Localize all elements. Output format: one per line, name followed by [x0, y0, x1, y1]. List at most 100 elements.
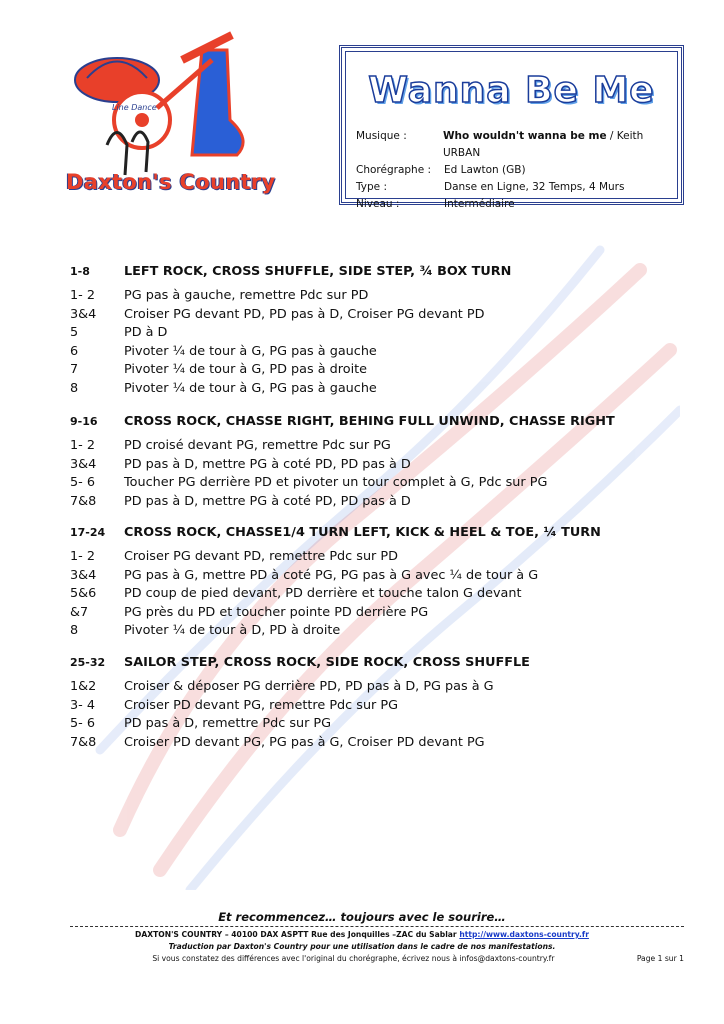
step-description: Croiser PG devant PD, PD pas à D, Croise…	[124, 306, 485, 322]
info-box: Wanna Be Me Musique : Who wouldn't wanna …	[339, 45, 684, 210]
step-description: PG pas à gauche, remettre Pdc sur PD	[124, 288, 369, 303]
meta-value: Who wouldn't wanna be me / Keith URBAN	[443, 128, 681, 162]
step-description: PD coup de pied devant, PD derrière et t…	[124, 586, 522, 601]
section-title: CROSS ROCK, CHASSE1/4 TURN LEFT, KICK & …	[124, 525, 601, 540]
step-row: 8 Pivoter ¼ de tour à G, PG pas à gauche	[70, 380, 680, 399]
page-number: Page 1 sur 1	[636, 954, 684, 963]
section-heading: 9-16 CROSS ROCK, CHASSE RIGHT, BEHING FUL…	[70, 413, 680, 431]
footer-translation: Traduction par Daxton's Country pour une…	[168, 942, 556, 951]
step-count: 5- 6	[70, 475, 95, 490]
step-count: 3&4	[70, 306, 97, 322]
step-count: &7	[70, 604, 89, 620]
step-count: 7&8	[70, 734, 97, 750]
section-17-24: 17-24 CROSS ROCK, CHASSE1/4 TURN LEFT, KI…	[70, 524, 680, 641]
section-counts: 25-32	[70, 656, 106, 669]
step-description: Toucher PG derrière PD et pivoter un tou…	[124, 475, 548, 490]
section-25-32: 25-32 SAILOR STEP, CROSS ROCK, SIDE ROCK,…	[70, 654, 680, 752]
step-description: Croiser PG devant PD, remettre Pdc sur P…	[124, 549, 398, 564]
step-row: 1&2 Croiser & déposer PG derrière PD, PD …	[70, 678, 680, 697]
step-row: 3&4 Croiser PG devant PD, PD pas à D, Cro…	[70, 306, 680, 325]
section-title: CROSS ROCK, CHASSE RIGHT, BEHING FULL UN…	[124, 414, 615, 429]
step-row: 5 PD à D	[70, 324, 680, 343]
meta-label: Niveau :	[356, 198, 400, 210]
step-row: 3&4 PG pas à G, mettre PD à coté PG, PG p…	[70, 567, 680, 586]
step-description: PG près du PD et toucher pointe PD derri…	[124, 604, 429, 620]
section-counts: 17-24	[70, 526, 106, 539]
step-row: 7 Pivoter ¼ de tour à G, PD pas à droite	[70, 361, 680, 380]
step-row: 6 Pivoter ¼ de tour à G, PG pas à gauche	[70, 343, 680, 362]
meta-label: Musique :	[356, 130, 407, 142]
meta-label: Chorégraphe :	[356, 164, 432, 176]
step-count: 1&2	[70, 679, 97, 694]
step-row: 7&8 Croiser PD devant PG, PG pas à G, Cro…	[70, 734, 680, 753]
section-counts: 9-16	[70, 415, 98, 428]
step-row: 3&4 PD pas à D, mettre PG à coté PD, PD p…	[70, 456, 680, 475]
step-description: PD à D	[124, 325, 168, 340]
section-counts: 1-8	[70, 265, 90, 278]
website-link[interactable]: http://www.daxtons-country.fr	[459, 930, 589, 939]
step-description: Pivoter ¼ de tour à G, PG pas à gauche	[124, 380, 377, 396]
step-description: Pivoter ¼ de tour à G, PG pas à gauche	[124, 343, 377, 359]
step-row: 5&6 PD coup de pied devant, PD derrière e…	[70, 585, 680, 604]
step-count: 8	[70, 380, 79, 396]
step-count: 5&6	[70, 586, 97, 601]
step-row: 1- 2 PG pas à gauche, remettre Pdc sur PD	[70, 287, 680, 306]
section-title: LEFT ROCK, CROSS SHUFFLE, SIDE STEP, ¾ B…	[124, 264, 512, 279]
step-description: Croiser & déposer PG derrière PD, PD pas…	[124, 679, 494, 694]
dance-title: Wanna Be Me	[368, 69, 655, 112]
meta-row: Type : Danse en Ligne, 32 Temps, 4 Murs	[356, 179, 681, 196]
meta-value-text: Ed Lawton (GB)	[444, 164, 526, 176]
step-count: 3&4	[70, 567, 97, 583]
meta-label: Type :	[356, 181, 387, 193]
step-count: 3&4	[70, 456, 97, 472]
meta-row: Niveau : Intermédiaire	[356, 196, 681, 213]
step-count: 7	[70, 362, 79, 377]
meta-row: Musique : Who wouldn't wanna be me / Keit…	[356, 128, 681, 162]
step-count: 3- 4	[70, 697, 95, 713]
step-row: &7 PG près du PD et toucher pointe PD der…	[70, 604, 680, 623]
meta-value: Intermédiaire	[444, 196, 515, 213]
section-heading: 1-8 LEFT ROCK, CROSS SHUFFLE, SIDE STEP, …	[70, 263, 680, 281]
logo-banner: Line Dance	[112, 103, 157, 112]
meta-row: Chorégraphe : Ed Lawton (GB)	[356, 162, 681, 179]
section-title: SAILOR STEP, CROSS ROCK, SIDE ROCK, CROS…	[124, 655, 530, 670]
daxtons-country-logo: Line Dance	[74, 31, 245, 176]
section-1-8: 1-8 LEFT ROCK, CROSS SHUFFLE, SIDE STEP, …	[70, 263, 680, 398]
footer-divider	[70, 926, 684, 927]
logo-text: Daxton's Country	[66, 170, 276, 194]
section-heading: 17-24 CROSS ROCK, CHASSE1/4 TURN LEFT, KI…	[70, 524, 680, 542]
step-row: 5- 6 PD pas à D, remettre Pdc sur PG	[70, 715, 680, 734]
step-count: 8	[70, 623, 79, 638]
step-row: 8 Pivoter ¼ de tour à D, PD à droite	[70, 622, 680, 641]
step-description: PD pas à D, remettre Pdc sur PG	[124, 716, 332, 731]
footer-notice: Si vous constatez des différences avec l…	[152, 954, 555, 963]
step-count: 1- 2	[70, 288, 95, 303]
step-description: PD pas à D, mettre PG à coté PD, PD pas …	[124, 493, 411, 509]
footer-slogan: Et recommencez… toujours avec le sourire…	[218, 910, 506, 924]
step-count: 5	[70, 325, 79, 340]
step-row: 3- 4 Croiser PD devant PG, remettre Pdc s…	[70, 697, 680, 716]
meta-value-text: Danse en Ligne, 32 Temps, 4 Murs	[444, 181, 625, 193]
step-description: Pivoter ¼ de tour à D, PD à droite	[124, 623, 341, 638]
step-count: 5- 6	[70, 716, 95, 731]
meta-value-text: Intermédiaire	[444, 198, 515, 210]
section-heading: 25-32 SAILOR STEP, CROSS ROCK, SIDE ROCK,…	[70, 654, 680, 672]
step-description: Pivoter ¼ de tour à G, PD pas à droite	[124, 362, 368, 377]
footer-bottom: Si vous constatez des différences avec l…	[70, 954, 684, 963]
step-count: 1- 2	[70, 438, 95, 453]
meta-list: Musique : Who wouldn't wanna be me / Keit…	[356, 128, 681, 213]
address-text: DAXTON'S COUNTRY – 40100 DAX ASPTT Rue d…	[135, 930, 460, 939]
step-row: 5- 6 Toucher PG derrière PD et pivoter un…	[70, 474, 680, 493]
step-description: PD pas à D, mettre PG à coté PD, PD pas …	[124, 456, 411, 472]
info-box-inner	[345, 51, 678, 199]
step-description: Croiser PD devant PG, remettre Pdc sur P…	[124, 697, 399, 713]
meta-value: Danse en Ligne, 32 Temps, 4 Murs	[444, 179, 624, 196]
step-description: PG pas à G, mettre PD à coté PG, PG pas …	[124, 567, 539, 583]
step-count: 6	[70, 343, 79, 359]
section-9-16: 9-16 CROSS ROCK, CHASSE RIGHT, BEHING FUL…	[70, 413, 680, 511]
footer-address: DAXTON'S COUNTRY – 40100 DAX ASPTT Rue d…	[0, 930, 724, 939]
step-description: Croiser PD devant PG, PG pas à G, Croise…	[124, 734, 485, 750]
